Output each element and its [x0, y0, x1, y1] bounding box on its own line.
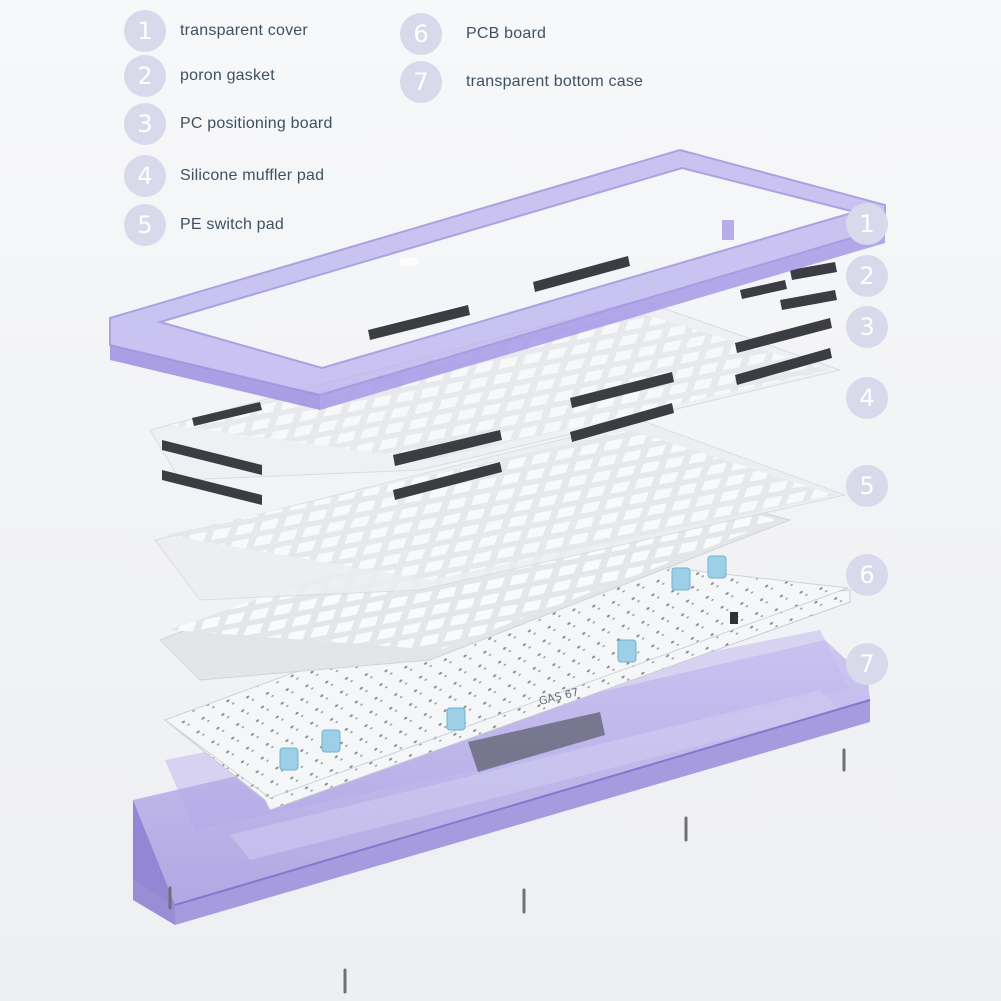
silicone-muffler-pad [154, 419, 847, 601]
legend-item-7: 7 transparent bottom case [400, 61, 643, 103]
layer-marker-7: 7 [846, 643, 888, 685]
legend-badge: 2 [124, 55, 166, 97]
legend-item-2: 2 poron gasket [124, 55, 275, 97]
layer-marker-1: 1 [846, 203, 888, 245]
legend-badge: 3 [124, 103, 166, 145]
transparent-cover [109, 148, 886, 410]
layer-marker-4: 4 [846, 377, 888, 419]
legend-label: transparent cover [180, 22, 308, 39]
layer-marker-5: 5 [846, 465, 888, 507]
poron-gasket-strips [162, 256, 837, 505]
legend-badge: 5 [124, 204, 166, 246]
legend-badge: 7 [400, 61, 442, 103]
legend-item-3: 3 PC positioning board [124, 103, 333, 145]
layer-marker-6: 6 [846, 554, 888, 596]
layer-marker-2: 2 [846, 255, 888, 297]
legend-badge: 4 [124, 155, 166, 197]
legend-item-6: 6 PCB board [400, 13, 546, 55]
legend-item-1: 1 transparent cover [124, 10, 308, 52]
legend-label: PE switch pad [180, 216, 284, 233]
legend-label: transparent bottom case [466, 73, 644, 90]
legend-item-4: 4 Silicone muffler pad [124, 155, 324, 197]
layer-marker-3: 3 [846, 306, 888, 348]
pcb-board: GAS 67 [163, 555, 851, 811]
screws [168, 748, 846, 994]
legend-item-5: 5 PE switch pad [124, 204, 284, 246]
legend-badge: 6 [400, 13, 442, 55]
legend-label: Silicone muffler pad [180, 167, 325, 184]
stabilizers [279, 555, 727, 771]
legend-label: poron gasket [180, 67, 275, 84]
legend-badge: 1 [124, 10, 166, 52]
legend-label: PC positioning board [180, 115, 333, 132]
legend-label: PCB board [466, 25, 547, 42]
